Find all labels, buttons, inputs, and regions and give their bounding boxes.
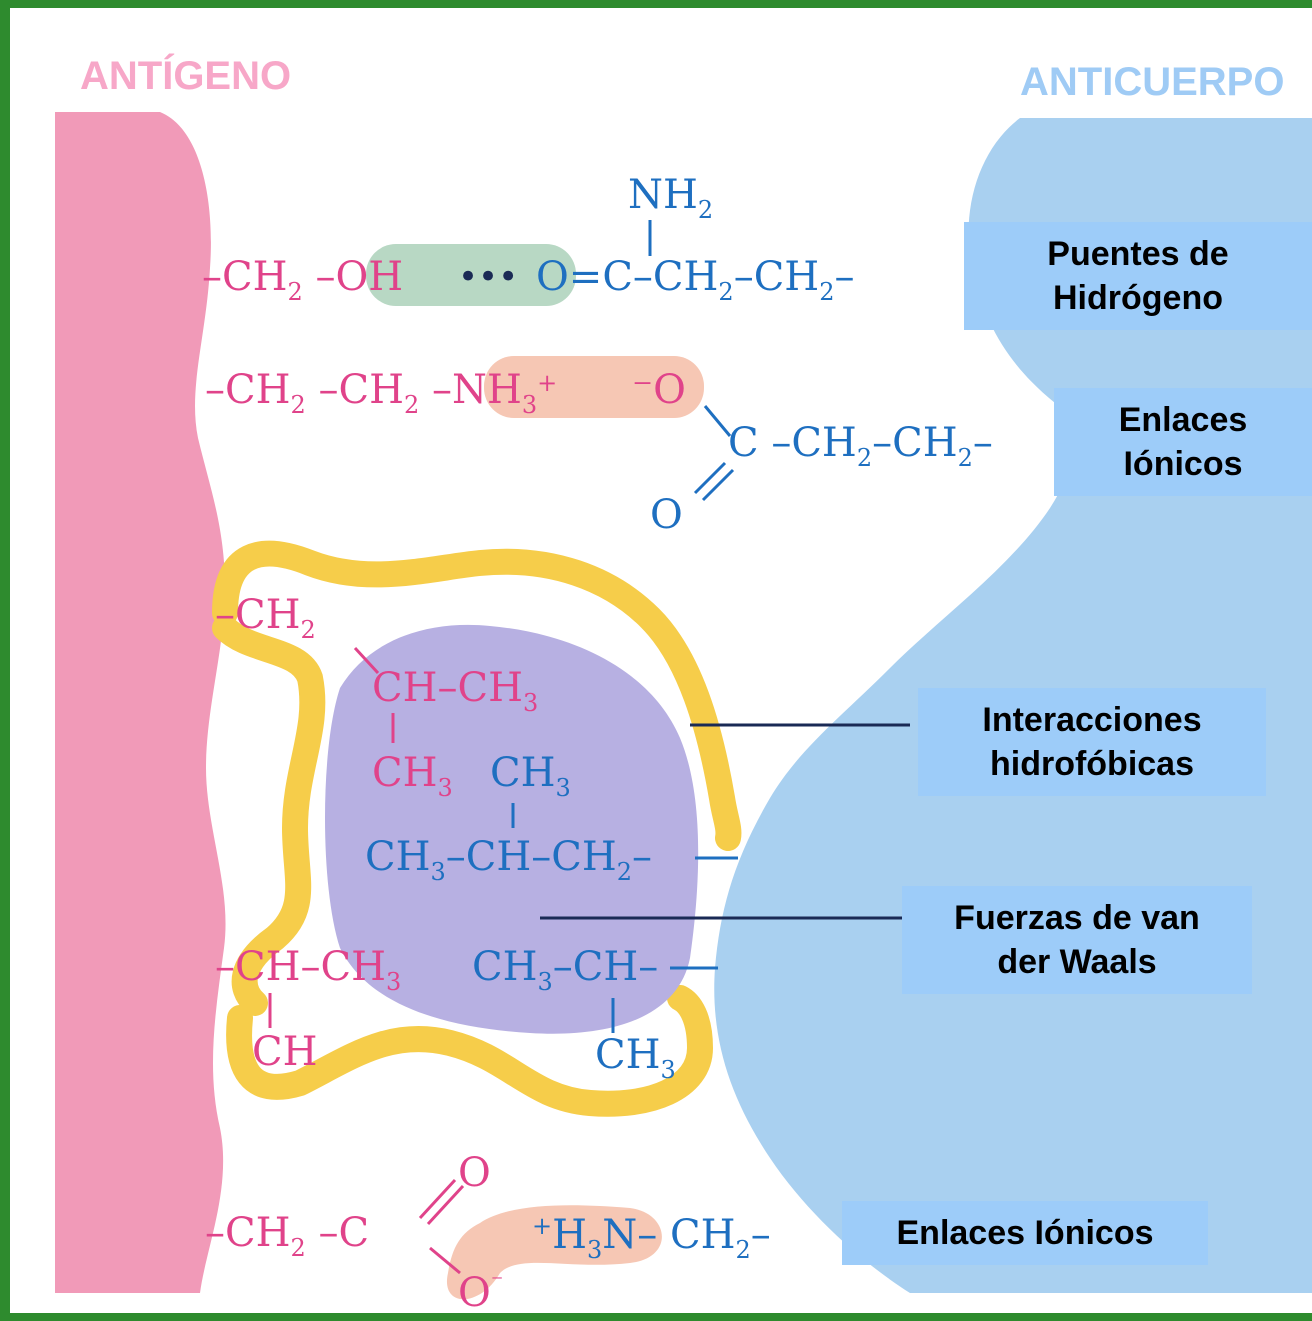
hydrogen-bond-highlight bbox=[366, 244, 576, 306]
row1-antibody: O=C–CH2–CH2– bbox=[536, 254, 854, 306]
antigen-title: ANTÍGENO bbox=[80, 54, 292, 98]
double-bond-b bbox=[701, 468, 735, 502]
label-hydrophobic: Interacciones hidrofóbicas bbox=[918, 688, 1266, 796]
hydrophobic-band-bottom bbox=[226, 985, 714, 1117]
ionic-bond-highlight-top bbox=[484, 356, 704, 418]
bottom-o-top: O bbox=[458, 1150, 491, 1196]
hp-ch3-c: CH3 bbox=[595, 1032, 676, 1084]
antibody-title: ANTICUERPO bbox=[1020, 60, 1285, 104]
row2-antigen: –CH2 –CH2 –NH3+ bbox=[205, 367, 557, 419]
diagram-artwork: –CH2 –OH ••• O=C–CH2–CH2– NH2 –CH2 –CH2 … bbox=[55, 112, 1312, 1313]
hp-chain: CH3–CH–CH2– bbox=[365, 834, 652, 886]
bottom-o-minus: O⁻ bbox=[458, 1268, 503, 1313]
hp-ch: CH bbox=[252, 1029, 318, 1075]
slide: –CH2 –OH ••• O=C–CH2–CH2– NH2 –CH2 –CH2 … bbox=[10, 8, 1312, 1313]
label-ionic-bonds-bottom: Enlaces Iónicos bbox=[842, 1201, 1208, 1265]
antigen-surface bbox=[55, 112, 226, 1293]
hydrophobic-band-left bbox=[212, 615, 326, 1016]
bottom-antibody: +H3N– CH2– bbox=[532, 1212, 771, 1264]
co-single bbox=[429, 1246, 461, 1275]
row2-antibody: C –CH2–CH2– bbox=[728, 420, 993, 472]
van-der-waals-region bbox=[325, 624, 699, 1034]
hp-ch-ch3: CH–CH3 bbox=[372, 665, 538, 717]
label-van-der-waals: Fuerzas de van der Waals bbox=[902, 886, 1252, 994]
hp-lower-left: –CH–CH3 bbox=[215, 944, 401, 996]
label-ionic-bonds-top: Enlaces Iónicos bbox=[1054, 388, 1312, 496]
co-double-a bbox=[418, 1178, 457, 1220]
ch-bond-a bbox=[353, 646, 380, 675]
hydrophobic-band bbox=[212, 540, 742, 851]
double-bond-a bbox=[693, 461, 727, 495]
row1-dots: ••• bbox=[458, 257, 518, 297]
row1-antigen: –CH2 –OH bbox=[202, 254, 403, 306]
row2-o-minus: ⁻O bbox=[632, 367, 686, 413]
hp-ch3-b: CH3 bbox=[490, 750, 571, 802]
row2-o-bottom: O bbox=[650, 492, 683, 538]
o-minus-bond bbox=[703, 405, 732, 437]
co-double-b bbox=[426, 1184, 465, 1226]
hp-ch3-a: CH3 bbox=[372, 750, 453, 802]
row1-nh2: NH2 bbox=[628, 172, 713, 224]
label-hydrogen-bonds: Puentes de Hidrógeno bbox=[964, 222, 1312, 330]
ionic-bond-highlight-bottom bbox=[446, 1205, 662, 1300]
hp-lower-right: CH3–CH– bbox=[472, 944, 658, 996]
bottom-antigen: –CH2 –C bbox=[205, 1210, 369, 1262]
hp-ch2: –CH2 bbox=[215, 592, 316, 644]
